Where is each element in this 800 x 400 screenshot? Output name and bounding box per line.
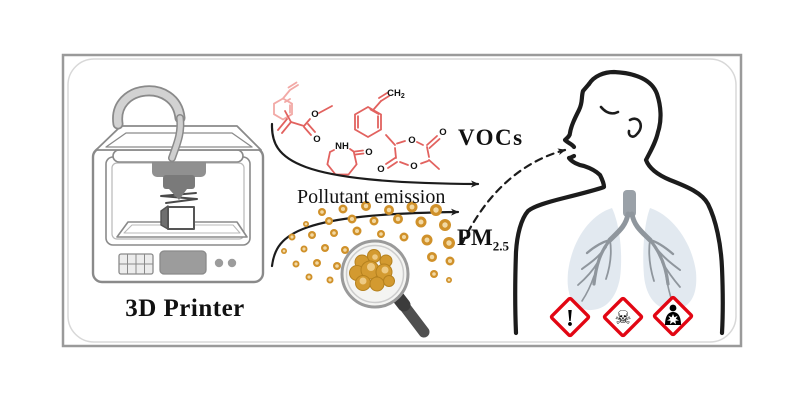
lactide-structure bbox=[385, 134, 441, 170]
pm-particle-center bbox=[429, 254, 435, 260]
pm-particle-center bbox=[340, 206, 346, 212]
inhalation-dashed-arrow bbox=[460, 148, 567, 246]
aggregate-highlights bbox=[359, 254, 389, 285]
atom-ch2-label: CH2 bbox=[387, 88, 405, 100]
pm-particle-center bbox=[327, 219, 331, 223]
particle-aggregate bbox=[349, 249, 395, 292]
atom-o-label: O bbox=[313, 134, 320, 145]
atom-nh-label: NH bbox=[335, 141, 349, 152]
atom-o-label: O bbox=[365, 147, 372, 158]
emission-arrows bbox=[270, 122, 567, 268]
pm-particle-center bbox=[409, 204, 415, 210]
atom-labels: O O NH O O O O O CH2 bbox=[311, 88, 446, 175]
exclamation-glyph: ! bbox=[566, 306, 574, 332]
atom-o-label: O bbox=[410, 161, 417, 172]
ghs-exclamation-icon: ! bbox=[549, 296, 591, 338]
chemical-structure-faded-styrene bbox=[273, 81, 299, 121]
styrene-structure bbox=[354, 92, 390, 139]
pm-particle-center bbox=[401, 234, 407, 240]
pm-particle-center bbox=[304, 222, 308, 226]
chemical-structures bbox=[277, 92, 441, 176]
head-back-right-arm bbox=[586, 69, 725, 336]
pm-base: PM bbox=[457, 225, 493, 250]
pm-particle-center bbox=[294, 262, 298, 266]
skull-glyph: ☠ bbox=[614, 307, 631, 329]
filament-arch bbox=[112, 85, 186, 162]
pm-particle-center bbox=[323, 246, 327, 250]
ghs-skull-crossbones-icon: ☠ bbox=[602, 296, 644, 338]
pm-particle-center bbox=[328, 278, 332, 282]
atom-o-label: O bbox=[377, 164, 384, 175]
bronchial-tree bbox=[577, 211, 681, 302]
printed-cube bbox=[160, 205, 195, 230]
pm-particle-center bbox=[442, 222, 448, 228]
pm-particle-center bbox=[282, 249, 286, 253]
pm-subscript: 2.5 bbox=[492, 238, 510, 254]
printer-button-2 bbox=[227, 258, 237, 268]
mma-structure bbox=[277, 105, 333, 136]
pm-particle-center bbox=[432, 272, 436, 276]
face-profile bbox=[562, 81, 592, 150]
pm-particle-center bbox=[424, 237, 430, 243]
pm-particle-center bbox=[371, 218, 377, 224]
pm-particle-center bbox=[290, 235, 294, 239]
inner-rounded-border bbox=[67, 58, 737, 343]
jaw-neck-left-arm bbox=[513, 153, 607, 336]
printer-illustration bbox=[91, 85, 265, 284]
emission-arrow-top bbox=[270, 122, 480, 188]
pm-particle-center bbox=[320, 210, 324, 214]
ghs-pictograms: ! ☠ bbox=[549, 295, 694, 338]
magnifier-icon bbox=[340, 239, 430, 338]
pm-particle-center bbox=[433, 207, 439, 213]
ear-line bbox=[627, 117, 642, 138]
eye-line bbox=[599, 105, 620, 115]
outer-frame-border bbox=[61, 53, 743, 348]
pm-particle-center bbox=[446, 240, 452, 246]
pm-particle-center bbox=[447, 278, 451, 282]
pm-particle-center bbox=[354, 228, 360, 234]
magnifier-lens-inner-rim bbox=[345, 244, 405, 304]
printer-button-1 bbox=[214, 258, 224, 268]
human-figure bbox=[513, 69, 725, 336]
lung-lobes bbox=[567, 208, 697, 311]
pm-particle-center bbox=[335, 264, 339, 268]
trachea bbox=[623, 190, 636, 217]
pm-particle-center bbox=[418, 219, 424, 225]
pm-particle-center bbox=[386, 207, 392, 213]
pm-particle-center bbox=[447, 258, 453, 264]
caprolactam-structure bbox=[326, 148, 365, 176]
pm-particle-center bbox=[307, 275, 311, 279]
pm-particle-center bbox=[349, 216, 355, 222]
pm-particle-center bbox=[343, 248, 347, 252]
emission-arrow-bottom bbox=[270, 208, 460, 268]
pm-particle-center bbox=[332, 231, 336, 235]
vocs-label: VOCs bbox=[458, 125, 524, 150]
emission-label: Pollutant emission bbox=[297, 186, 446, 208]
atom-o-label: O bbox=[408, 135, 415, 146]
atom-o-label: O bbox=[311, 109, 318, 120]
pm-particle-center bbox=[310, 233, 314, 237]
pm25-label: PM2.5 bbox=[457, 225, 509, 255]
ghs-health-hazard-icon bbox=[652, 295, 694, 337]
particle-cloud bbox=[281, 201, 455, 284]
printer-label: 3D Printer bbox=[125, 295, 245, 322]
control-screen bbox=[159, 250, 207, 275]
atom-o-label: O bbox=[439, 127, 446, 138]
pm-particle-center bbox=[315, 261, 319, 265]
lungs-illustration bbox=[567, 190, 697, 311]
control-keypad bbox=[118, 253, 154, 275]
pm-particle-center bbox=[395, 216, 401, 222]
pm-particle-center bbox=[302, 247, 306, 251]
pm-particle-center bbox=[363, 203, 369, 209]
pm-particle-center bbox=[379, 232, 383, 236]
health-hazard-silhouette bbox=[665, 304, 681, 325]
